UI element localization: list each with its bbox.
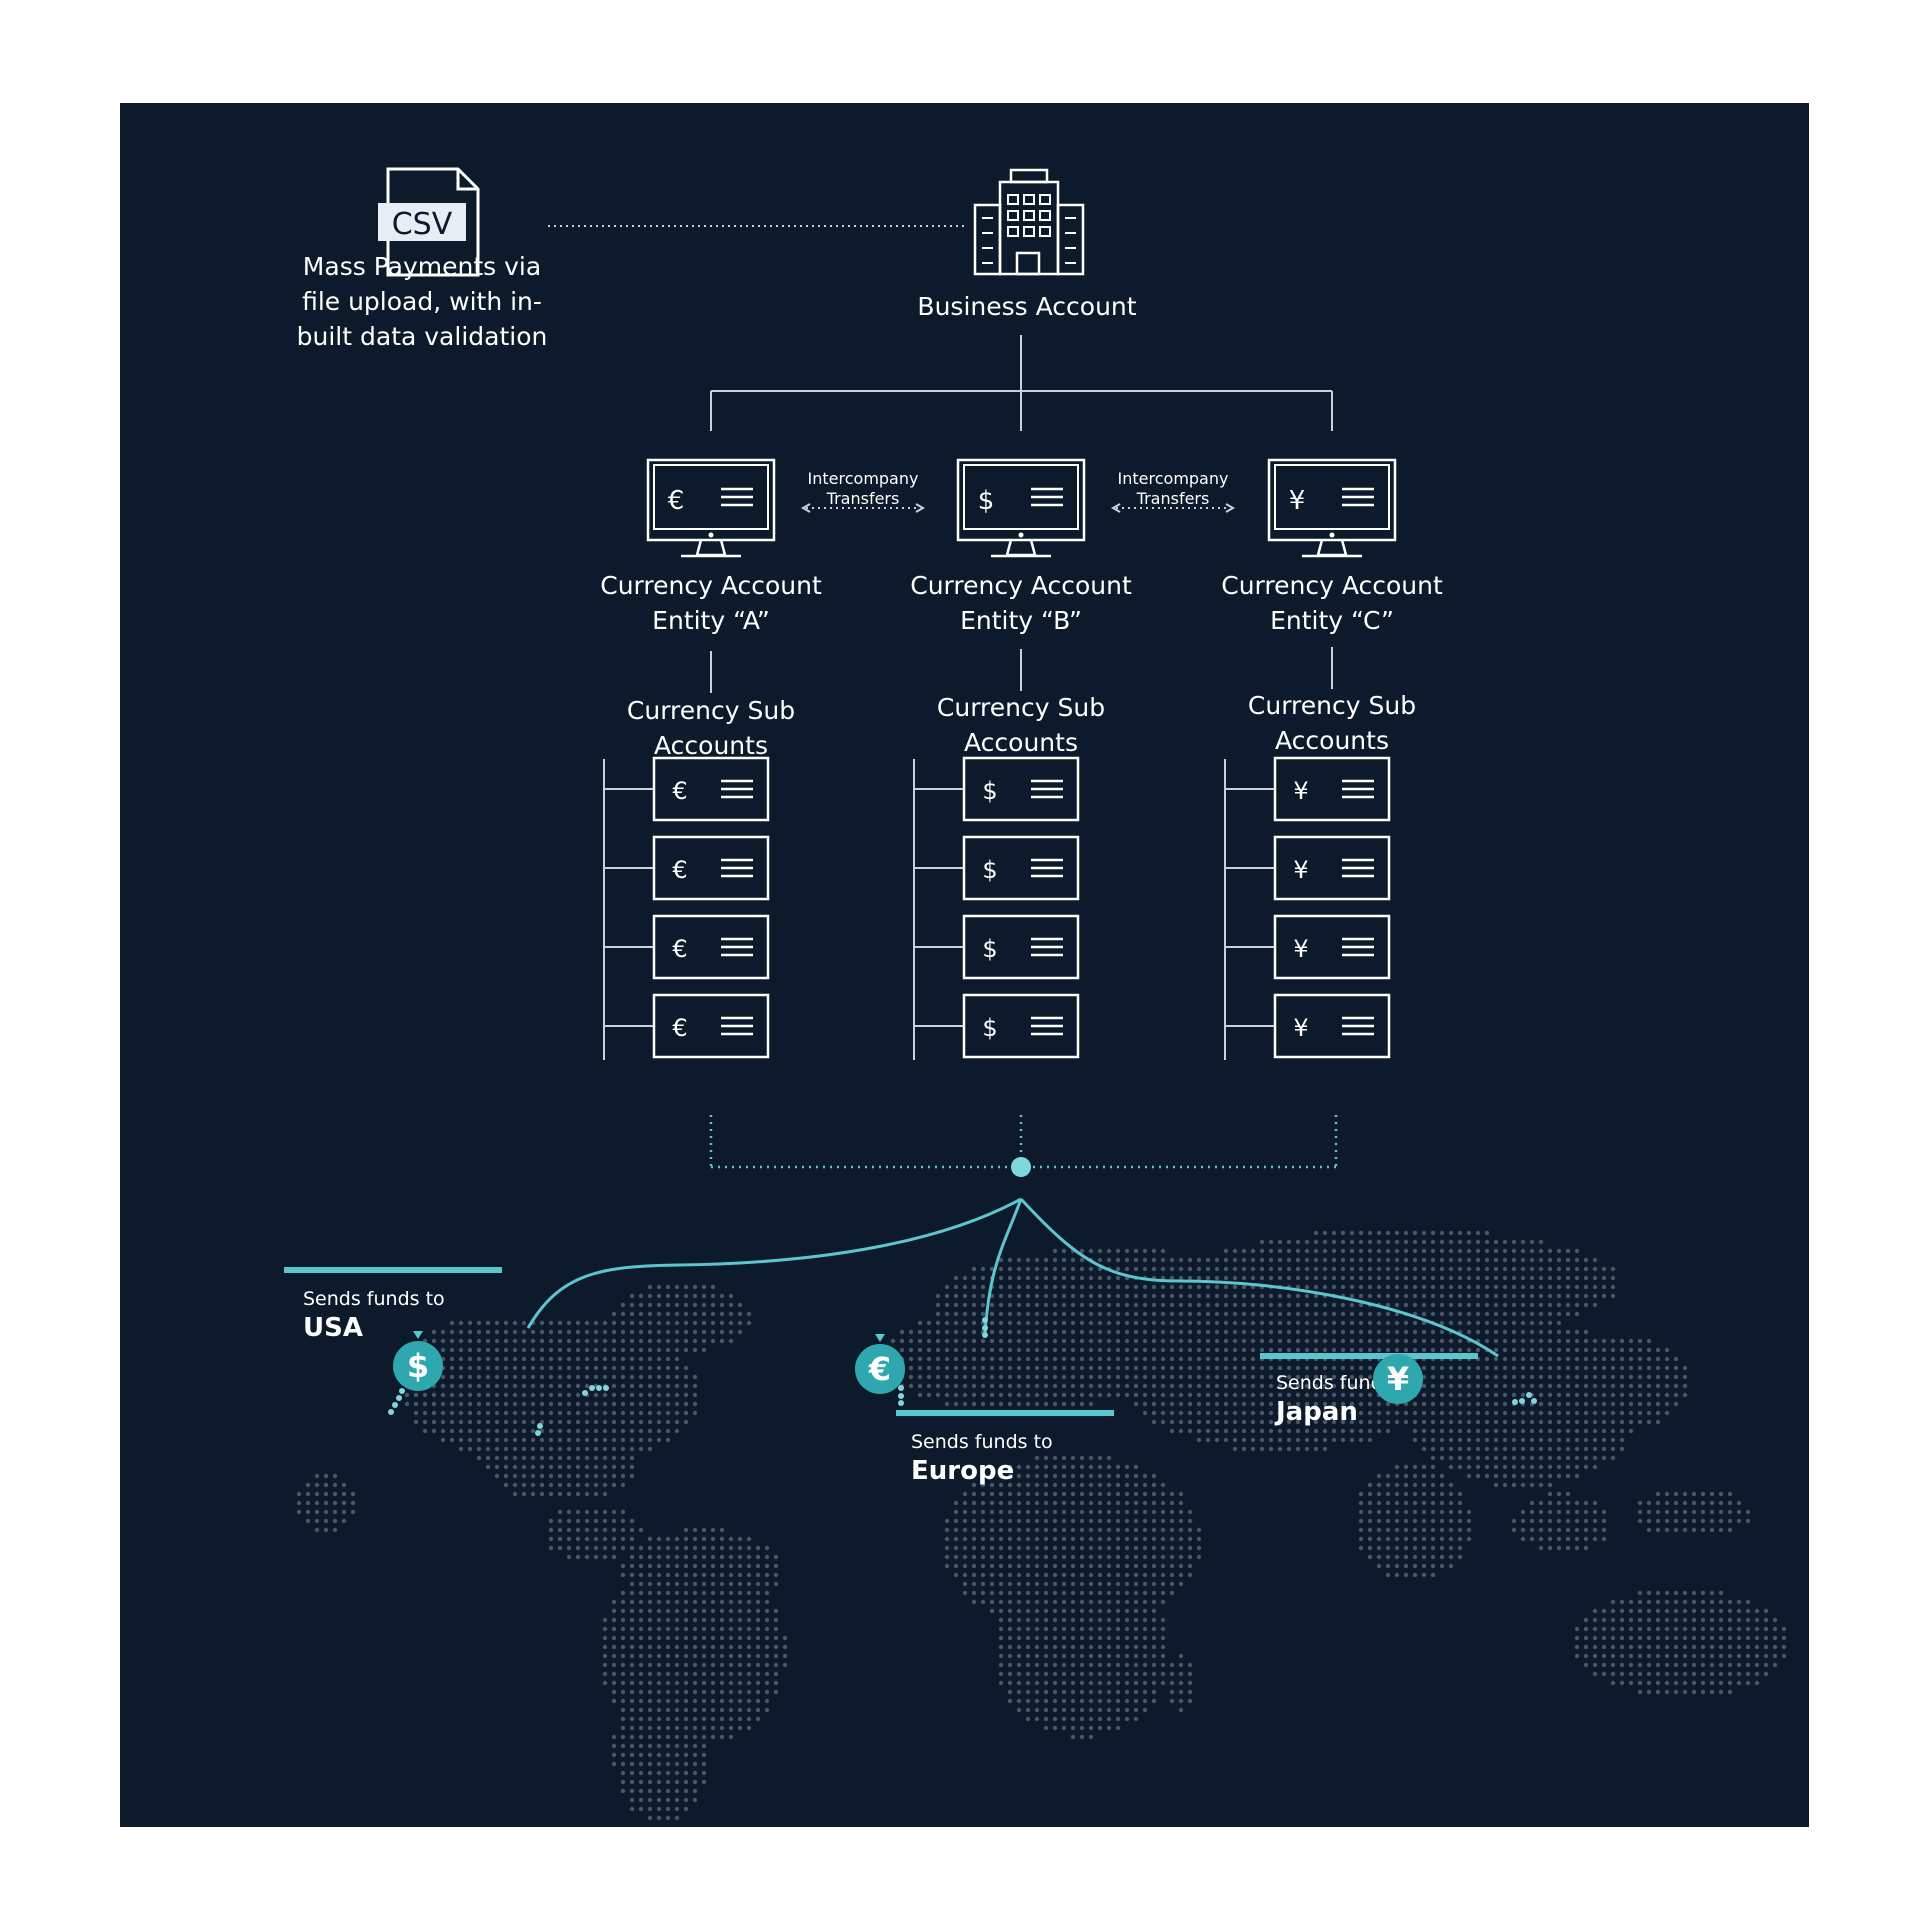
sub-account-box: € [604, 993, 770, 1059]
entity-a-sub-label: Currency Sub Accounts [627, 693, 795, 763]
business-account-label: Business Account [917, 292, 1137, 321]
sub-account-symbol: ¥ [1293, 777, 1308, 805]
sub-label-line: Currency Sub [1247, 691, 1417, 720]
intercompany-label-right: Intercompany Transfers [1118, 469, 1229, 509]
sub-label-line: Currency Sub [626, 696, 796, 725]
usa-label-bar [284, 1267, 502, 1273]
sub-account-box: $ [914, 914, 1080, 980]
csv-icon-text: CSV [392, 207, 453, 242]
account-tree-lines [710, 335, 1333, 431]
japan-prefix: Sends funds [1276, 1372, 1393, 1394]
sub-account-symbol: $ [982, 777, 997, 805]
sub-account-symbol: ¥ [1293, 1014, 1308, 1042]
sub-account-symbol: € [672, 1014, 687, 1042]
collector-node [1011, 1157, 1031, 1177]
coin-pointers [413, 1331, 885, 1342]
currency-symbol: $ [978, 486, 995, 516]
entity-c-sub-label: Currency Sub Accounts [1248, 688, 1416, 758]
usa-destination-label: Sends funds to USA [303, 1287, 445, 1345]
intercompany-label-line: Transfers [1136, 489, 1210, 508]
entity-title-line: Currency Account [600, 571, 822, 600]
entity-b-sub-label: Currency Sub Accounts [937, 690, 1105, 760]
csv-caption-line: Mass Payments via [302, 252, 542, 281]
sub-label-line: Accounts [964, 728, 1078, 757]
europe-label-bar [896, 1410, 1114, 1416]
sub-account-box: ¥ [1225, 835, 1391, 901]
currency-symbol: € [668, 486, 685, 516]
sub-account-box: $ [914, 756, 1080, 822]
sub-account-box: $ [914, 993, 1080, 1059]
usa-name: USA [303, 1313, 363, 1343]
csv-file-icon: CSV [378, 167, 480, 277]
sub-account-box: ¥ [1225, 993, 1391, 1059]
intercompany-label-line: Intercompany [807, 469, 919, 488]
entity-title-line: Entity “B” [960, 606, 1082, 635]
entity-title-line: Entity “C” [1270, 606, 1394, 635]
diagram-canvas: CSV [296, 167, 1787, 1821]
sub-account-symbol: € [672, 777, 687, 805]
japan-name: Japan [1276, 1397, 1358, 1427]
entity-b-title: Currency Account Entity “B” [910, 568, 1132, 638]
entity-group: € € € € € [603, 458, 776, 1060]
intercompany-label-line: Transfers [826, 489, 900, 508]
sub-label-line: Accounts [654, 731, 768, 760]
entities: € € € € € $ $ $ $ $ ¥ ¥ ¥ ¥ ¥ [603, 458, 1397, 1060]
europe-destination-label: Sends funds to Europe [911, 1430, 1053, 1488]
intercompany-arrows [800, 503, 1236, 513]
japan-destination-label: Sends funds Japan [1276, 1371, 1393, 1429]
csv-caption-line: file upload, with in- [302, 287, 542, 316]
europe-name: Europe [911, 1456, 1015, 1486]
sub-account-symbol: € [672, 935, 687, 963]
yen-coin-icon: ¥ [1373, 1354, 1423, 1404]
monitor-icon: $ [956, 458, 1086, 558]
entity-a-title: Currency Account Entity “A” [600, 568, 822, 638]
dollar-coin-icon: $ [393, 1341, 443, 1391]
monitor-icon: ¥ [1267, 458, 1397, 558]
sub-account-box: $ [914, 835, 1080, 901]
sub-label-line: Currency Sub [936, 693, 1106, 722]
sub-account-box: € [604, 914, 770, 980]
sub-account-box: ¥ [1225, 914, 1391, 980]
intercompany-label-left: Intercompany Transfers [808, 469, 919, 509]
csv-caption-line: built data validation [296, 322, 548, 351]
entity-group: $ $ $ $ $ [913, 458, 1086, 1060]
japan-label-bar [1260, 1353, 1478, 1359]
sub-account-box: ¥ [1225, 756, 1391, 822]
building-icon [973, 168, 1085, 276]
entity-c-title: Currency Account Entity “C” [1221, 568, 1443, 638]
entity-title-line: Currency Account [910, 571, 1132, 600]
sub-label-line: Accounts [1275, 726, 1389, 755]
world-map [296, 1230, 1787, 1821]
monitor-icon: € [646, 458, 776, 558]
euro-coin-icon: € [855, 1344, 905, 1394]
diagram-panel: CSV [120, 103, 1809, 1827]
flow-curves [526, 1197, 1499, 1358]
currency-symbol: ¥ [1289, 486, 1306, 516]
destination-markers [388, 1317, 1537, 1436]
usa-prefix: Sends funds to [303, 1288, 445, 1310]
sub-account-symbol: ¥ [1293, 935, 1308, 963]
entity-title-line: Currency Account [1221, 571, 1443, 600]
entity-group: ¥ ¥ ¥ ¥ ¥ [1224, 458, 1397, 1060]
sub-account-symbol: $ [982, 935, 997, 963]
sub-account-symbol: $ [982, 1014, 997, 1042]
sub-account-box: € [604, 835, 770, 901]
sub-account-symbol: $ [982, 856, 997, 884]
europe-prefix: Sends funds to [911, 1431, 1053, 1453]
intercompany-label-line: Intercompany [1117, 469, 1229, 488]
csv-caption: Mass Payments via file upload, with in- … [297, 249, 548, 354]
sub-account-symbol: € [672, 856, 687, 884]
sub-account-symbol: ¥ [1293, 856, 1308, 884]
entity-title-line: Entity “A” [652, 606, 770, 635]
sub-account-box: € [604, 756, 770, 822]
